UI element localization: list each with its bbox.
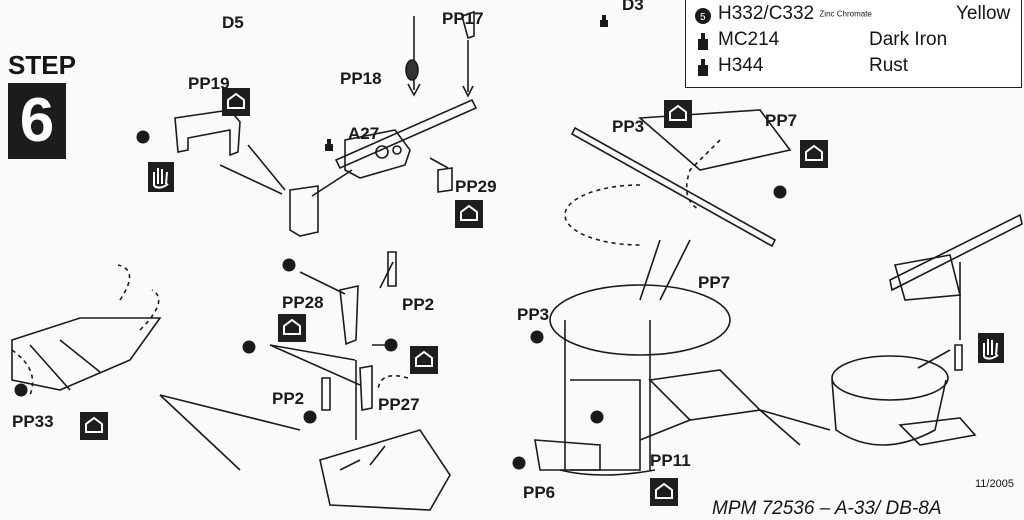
label-pp33: PP33 xyxy=(12,412,54,431)
paint-drop-icon xyxy=(590,410,604,424)
pp7-plate xyxy=(638,109,792,171)
footer-code: MPM 72536 – A-33/ DB-8A xyxy=(712,498,942,519)
flip-part-icon xyxy=(664,100,692,128)
flip-part-icon xyxy=(650,478,678,506)
label-a27: A27 xyxy=(348,124,380,143)
label-pp18: PP18 xyxy=(340,69,382,88)
flip-part-icon xyxy=(410,346,438,374)
pp33-flap xyxy=(11,317,162,391)
paint-drop-icon xyxy=(136,130,150,144)
paint-jar-icon xyxy=(600,15,608,27)
paint-drop-icon xyxy=(384,338,398,352)
pp7-ring xyxy=(549,284,731,356)
label-pp6: PP6 xyxy=(523,483,556,502)
flip-part-icon xyxy=(80,412,108,440)
pp19-clip xyxy=(174,109,241,157)
glue-hand-icon xyxy=(148,162,174,192)
legend-row-rust: H344 Rust xyxy=(686,55,1021,81)
paint-jar-icon xyxy=(325,139,333,151)
label-pp17: PP17 xyxy=(442,9,484,28)
scoop-part xyxy=(319,429,451,511)
paint-jar-icon xyxy=(698,33,708,50)
paint-drop-icon xyxy=(303,410,317,424)
paint-jar-icon xyxy=(698,59,708,76)
paint-drop-icon xyxy=(14,383,28,397)
step-title: STEP xyxy=(8,50,76,80)
legend-row-dark-iron: MC214 Dark Iron xyxy=(686,29,1021,55)
pp27-part xyxy=(359,365,373,411)
flip-part-icon xyxy=(278,314,306,342)
legend-name: Dark Iron xyxy=(869,29,948,50)
legend-note: Zinc Chromate xyxy=(819,9,872,19)
label-pp3-top: PP3 xyxy=(612,117,645,136)
flip-part-icon xyxy=(455,200,483,228)
label-d5: D5 xyxy=(222,13,244,32)
label-pp28: PP28 xyxy=(282,293,324,312)
label-pp2-top: PP2 xyxy=(402,295,435,314)
pp-tray xyxy=(648,369,762,421)
glue-hand-icon xyxy=(978,333,1004,363)
pp17-rod xyxy=(334,98,478,170)
label-pp19: PP19 xyxy=(188,74,230,93)
label-pp11: PP11 xyxy=(650,451,691,470)
pp3-rod xyxy=(570,126,777,248)
a27-bracket xyxy=(344,129,411,179)
svg-text:5: 5 xyxy=(700,12,706,23)
paint-drop-icon xyxy=(282,258,296,272)
label-pp2-bottom: PP2 xyxy=(272,389,305,408)
paint-drop-icon xyxy=(530,330,544,344)
label-pp7-top: PP7 xyxy=(765,111,798,130)
step-number-box: 6 xyxy=(8,83,66,159)
paint-drop-icon xyxy=(242,340,256,354)
pp28-part xyxy=(339,284,359,346)
legend-name: Rust xyxy=(869,55,909,76)
color-legend: 5 H332/C332 Zinc Chromate Yellow MC214 D… xyxy=(685,0,1022,88)
legend-row-yellow: 5 H332/C332 Zinc Chromate Yellow xyxy=(686,3,1021,29)
flip-part-icon xyxy=(222,88,250,116)
footer-date: 11/2005 xyxy=(975,478,1014,490)
label-pp29: PP29 xyxy=(455,177,497,196)
label-pp27: PP27 xyxy=(378,395,420,414)
label-pp7-mid: PP7 xyxy=(698,273,731,292)
legend-name: Yellow xyxy=(956,3,1011,24)
label-d3: D3 xyxy=(622,0,644,14)
pp11-part xyxy=(570,379,641,471)
flip-part-icon xyxy=(800,140,828,168)
pp6-part xyxy=(534,439,601,471)
legend-code: H332/C332 xyxy=(718,3,815,24)
legend-code: H344 xyxy=(718,55,764,76)
legend-code: MC214 xyxy=(718,29,780,50)
paint-drop-icon: 5 xyxy=(695,8,711,24)
paint-drop-icon xyxy=(512,456,526,470)
label-pp3-mid: PP3 xyxy=(517,305,550,324)
paint-drop-icon xyxy=(773,185,787,199)
